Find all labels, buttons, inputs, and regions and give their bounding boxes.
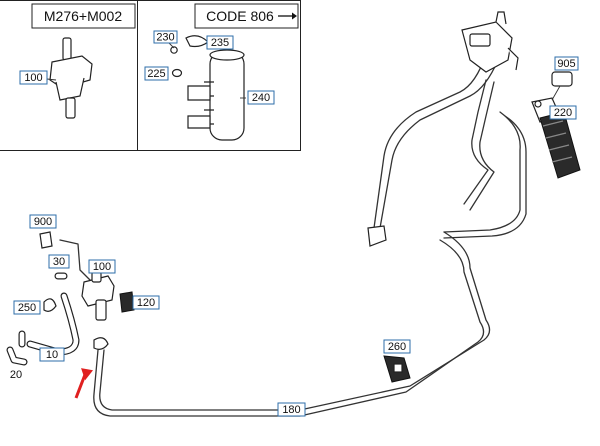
callout-235-label: 235 (211, 37, 229, 49)
tank-connector-drawing (367, 11, 519, 247)
inset-frames (0, 0, 301, 151)
callout-905[interactable]: 905 (554, 56, 579, 71)
callout-900-label: 900 (34, 216, 52, 228)
callout-250[interactable]: 250 (13, 300, 41, 315)
callout-260-label: 260 (388, 341, 406, 353)
callout-900[interactable]: 900 (29, 214, 57, 229)
callout-230[interactable]: 230 (153, 30, 178, 44)
callout-235[interactable]: 235 (206, 35, 234, 50)
callout-260[interactable]: 260 (383, 339, 411, 354)
fuel-line-network (59, 53, 527, 417)
callout-100-inset[interactable]: 100 (19, 70, 48, 85)
red-pointer-arrow-icon (74, 368, 94, 399)
callout-30-label: 30 (53, 256, 65, 268)
callout-180-label: 180 (282, 404, 300, 416)
callout-240-label: 240 (252, 92, 270, 104)
inset-header-code: CODE 806 (206, 8, 274, 24)
callout-220[interactable]: 220 (549, 105, 577, 120)
carbon-canister-drawing (531, 71, 581, 179)
callout-225-label: 225 (147, 68, 165, 80)
callout-180[interactable]: 180 (277, 402, 306, 417)
callout-10-label: 10 (46, 349, 58, 361)
callout-30[interactable]: 30 (48, 254, 70, 269)
callout-905-label: 905 (557, 58, 575, 70)
purge-valve-assembly-drawing (6, 231, 135, 366)
inset-header-engine: M276+M002 (44, 8, 122, 24)
callout-120-label: 120 (137, 297, 155, 309)
callout-240[interactable]: 240 (247, 90, 275, 105)
callout-220-label: 220 (554, 107, 572, 119)
callout-10[interactable]: 10 (39, 347, 65, 362)
callout-250-label: 250 (18, 302, 36, 314)
callout-20-label: 20 (10, 369, 22, 381)
callout-230-label: 230 (156, 32, 174, 44)
line-clip-drawing (383, 355, 411, 383)
callout-120[interactable]: 120 (132, 295, 160, 310)
arrow-right-icon (278, 12, 297, 20)
callout-100-inset-label: 100 (24, 72, 42, 84)
callout-100-main-label: 100 (93, 261, 111, 273)
purge-valve-inset-drawing (46, 37, 93, 119)
callout-225[interactable]: 225 (144, 66, 169, 81)
callout-100-main[interactable]: 100 (88, 259, 116, 274)
filter-inset-drawing (167, 35, 246, 141)
